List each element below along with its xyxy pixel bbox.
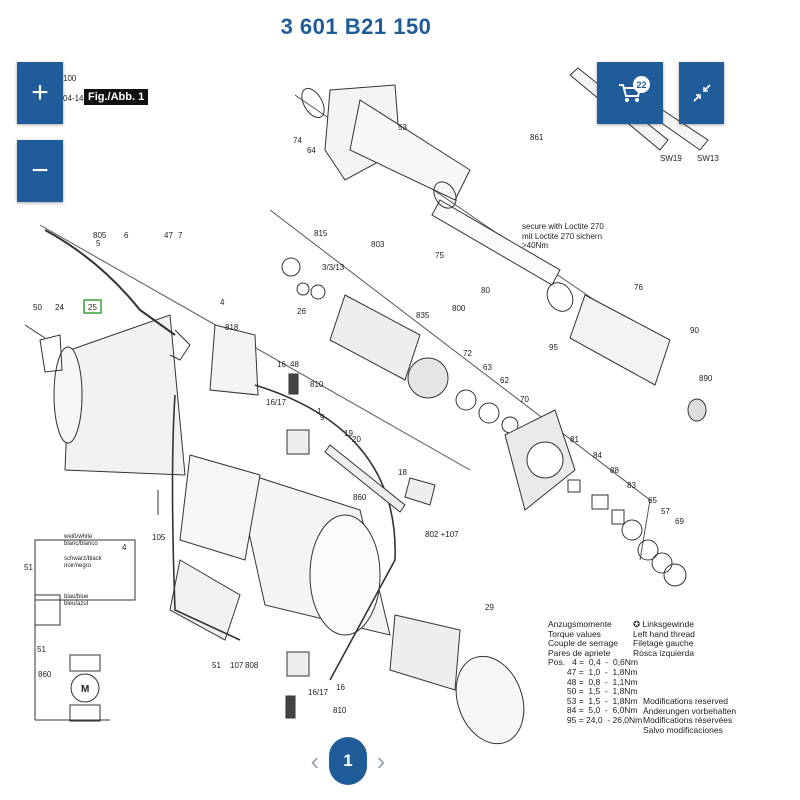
label-890: 890 (699, 374, 713, 383)
left-thread-icon: ✪ (633, 619, 643, 629)
figure-label: Fig./Abb. 1 (84, 89, 149, 105)
label-810-b: 810 (333, 706, 347, 715)
motor-symbol: M (81, 684, 89, 695)
label-57: 57 (661, 507, 670, 516)
wire-color-blue: blau/blue bleu/azul (64, 594, 89, 607)
collapse-view-button[interactable] (679, 62, 724, 124)
label-18: 18 (398, 468, 407, 477)
loctite-note: secure with Loctite 270 mit Loctite 270 … (522, 222, 604, 251)
label-48: 48 (290, 360, 299, 369)
label-88: 88 (610, 466, 619, 475)
current-page-button[interactable]: 1 (329, 737, 367, 785)
label-sw13: SW13 (697, 154, 719, 163)
label-1617-b: 16/17 (308, 688, 329, 697)
wiring-label-4: 4 (122, 543, 127, 552)
label-6: 6 (124, 231, 129, 240)
cart-button[interactable]: 22 (597, 62, 663, 124)
label-84: 84 (593, 451, 602, 460)
chevron-left-icon: ‹ (310, 745, 320, 776)
label-20: 20 (352, 435, 361, 444)
label-1617: 16/17 (266, 398, 287, 407)
label-64: 64 (307, 146, 316, 155)
label-7: 7 (178, 231, 183, 240)
plus-icon: + (31, 76, 49, 109)
label-25-highlighted: 25 (88, 303, 97, 312)
label-95: 95 (549, 343, 558, 352)
wiring-label-51b: 51 (37, 645, 46, 654)
label-80: 80 (481, 286, 490, 295)
wiring-label-51a: 51 (24, 563, 33, 572)
label-50: 50 (33, 303, 42, 312)
label-75: 75 (435, 251, 444, 260)
label-76: 76 (634, 283, 643, 292)
wire-color-white: weiß/white blanc/blanco (64, 534, 98, 547)
label-24: 24 (55, 303, 64, 312)
label-808: 808 (245, 661, 259, 670)
modifications-note: Modifications reserved Änderungen vorbeh… (643, 696, 737, 735)
next-page-button[interactable]: › (370, 745, 392, 777)
figure-code-top: 100 (63, 74, 77, 83)
label-90: 90 (690, 326, 699, 335)
label-81: 81 (570, 435, 579, 444)
label-107: 107 (230, 661, 244, 670)
zoom-in-button[interactable]: + (17, 62, 63, 124)
label-818: 818 (225, 323, 239, 332)
label-sw19: SW19 (660, 154, 682, 163)
label-860: 860 (353, 493, 367, 502)
label-5: 5 (96, 239, 101, 248)
label-47: 47 (164, 231, 173, 240)
label-69: 69 (675, 517, 684, 526)
label-29: 29 (485, 603, 494, 612)
label-70: 70 (520, 395, 529, 404)
label-3313: 3/3/13 (322, 263, 345, 272)
label-800: 800 (452, 304, 466, 313)
label-63: 63 (483, 363, 492, 372)
thread-legend-text: Linksgewinde Left hand thread Filetage g… (633, 619, 695, 658)
label-72: 72 (463, 349, 472, 358)
wiring-label-860: 860 (38, 670, 52, 679)
torque-legend: Anzugsmomente Torque values Couple de se… (548, 619, 643, 725)
minus-icon: − (31, 154, 49, 187)
label-861: 861 (530, 133, 544, 142)
label-810: 810 (310, 380, 324, 389)
zoom-out-button[interactable]: − (17, 140, 63, 202)
collapse-icon (692, 84, 711, 102)
label-62: 62 (500, 376, 509, 385)
label-65: 65 (648, 496, 657, 505)
cart-count-badge: 22 (633, 76, 650, 93)
previous-page-button[interactable]: ‹ (304, 745, 326, 777)
thread-legend: ✪ Linksgewinde Left hand thread Filetage… (633, 619, 695, 658)
label-16: 16 (277, 360, 286, 369)
label-802-107: 802 +107 (425, 530, 459, 539)
figure-code-bottom: 04-14 (63, 94, 84, 103)
wire-color-black: schwarz/black noir/negro (64, 556, 102, 569)
label-74: 74 (293, 136, 302, 145)
label-1: 1 (317, 407, 322, 416)
label-9: 9 (320, 413, 325, 422)
label-803: 803 (371, 240, 385, 249)
chevron-right-icon: › (376, 745, 386, 776)
label-105: 105 (152, 533, 166, 542)
label-51: 51 (212, 661, 221, 670)
page-title: 3 601 B21 150 (280, 14, 432, 39)
label-815: 815 (314, 229, 328, 238)
label-19: 19 (344, 429, 353, 438)
label-83: 83 (627, 481, 636, 490)
label-805: 805 (93, 231, 107, 240)
label-16-b: 16 (336, 683, 345, 692)
label-4: 4 (220, 298, 225, 307)
label-53: 53 (398, 123, 407, 132)
label-26: 26 (297, 307, 306, 316)
label-835: 835 (416, 311, 430, 320)
